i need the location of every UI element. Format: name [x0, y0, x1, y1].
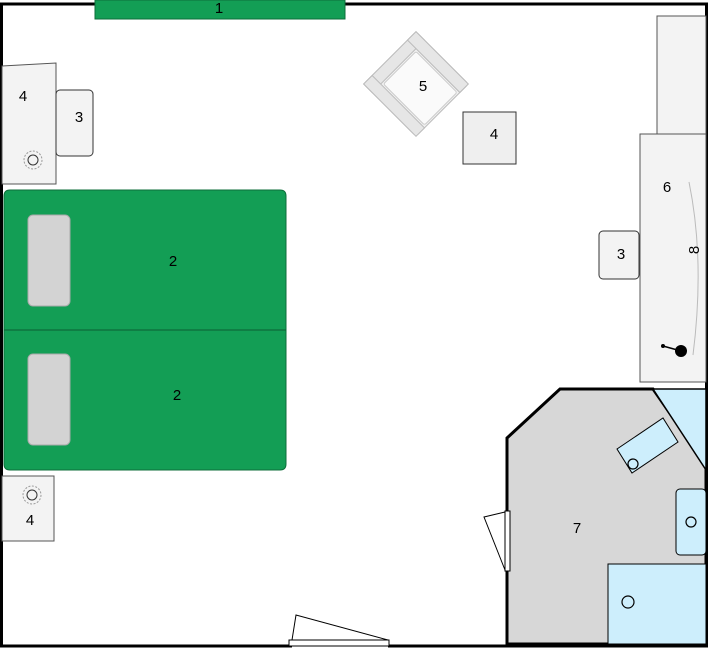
lamp-icon: [22, 485, 42, 505]
bed-bottom: 2: [3, 329, 287, 471]
bed-top: 2: [3, 189, 287, 331]
bed-top-label: 2: [169, 253, 177, 270]
desk-cable: [688, 181, 699, 356]
bathroom-door: [483, 510, 511, 572]
bathroom: 7: [505, 387, 708, 646]
chair-left: 3: [55, 89, 94, 157]
armchair: [362, 30, 470, 138]
wardrobe: [656, 15, 707, 135]
entry-door: [288, 614, 390, 647]
nightstand-top: 4: [1, 62, 57, 185]
nightstand-bottom-label: 4: [26, 512, 34, 529]
side-table: 4: [462, 111, 517, 165]
nightstand-top-label: 4: [19, 88, 27, 105]
chair-right: 3: [598, 230, 640, 280]
lamp-icon: [23, 150, 43, 170]
desk-item-label: 8: [686, 246, 703, 254]
bathroom-label: 7: [573, 520, 581, 537]
window-label: 1: [215, 0, 223, 17]
sink: [675, 488, 707, 556]
chair-right-label: 3: [617, 246, 625, 263]
bed-bottom-label: 2: [173, 387, 181, 404]
armchair-label: 5: [419, 78, 427, 95]
shower: [607, 563, 707, 645]
toilet: [616, 388, 707, 474]
pillow-top: [27, 214, 71, 307]
desk-label: 6: [663, 179, 671, 196]
desk-lamp-icon: [661, 344, 687, 357]
nightstand-bottom: 4: [1, 475, 55, 542]
window: 1: [94, 0, 346, 20]
chair-left-label: 3: [75, 109, 83, 126]
side-table-label: 4: [490, 126, 498, 143]
desk: 6 8: [639, 133, 707, 383]
pillow-bottom: [27, 353, 71, 446]
